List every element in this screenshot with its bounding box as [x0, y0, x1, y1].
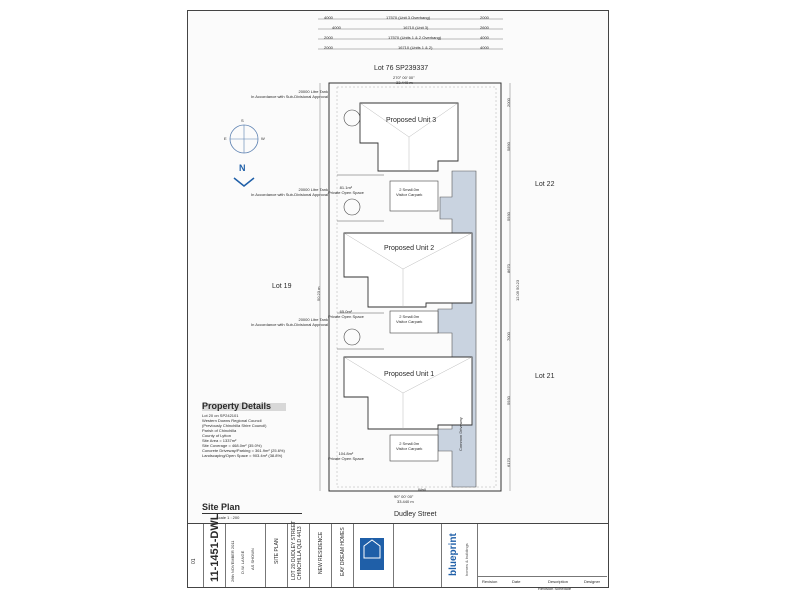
property-line: Site Area = 1337m² [202, 438, 237, 443]
property-line: Site Coverage = 468.0m² (35.0%) [202, 443, 262, 448]
tb-scale: AS SHOWN [250, 548, 255, 570]
tb-sheet: 01 [191, 558, 197, 564]
rev-divider [478, 576, 607, 577]
side-dim-right: 12.09 50.23 [515, 279, 520, 301]
property-line: Western Downs Regional Council [202, 418, 262, 423]
north-arrow-icon: N [239, 163, 246, 173]
rev-header-date: Date [512, 579, 521, 584]
tb-address-cell: LOT 20 DUDLEY STREET CHINCHILLA QLD 4413 [288, 520, 310, 587]
tb-drawing-cell: SITE PLAN [266, 524, 288, 587]
tb-drawn: D.W. LANGE [240, 550, 245, 574]
wall-label: Wall [418, 487, 426, 492]
tank-note-2: 20000 Litre Tank In Accordance with Sub-… [251, 187, 328, 197]
open-space-2: 65.0m² Private Open Space [328, 309, 364, 319]
drawing-sheet: 17570 (Unit 3 Overhang) 16710 (Unit 3) 1… [187, 10, 609, 591]
right-dim-1: 2000 [506, 98, 511, 107]
tb-drawing: SITE PLAN [274, 538, 280, 564]
firm-logo-text: blueprint [448, 533, 459, 576]
right-dim-7: 6170 [506, 458, 511, 467]
tb-client: EAY DREAM HOMES [340, 527, 346, 576]
tb-date: 26th NOVEMBER 2011 [230, 540, 235, 582]
right-dim-4: 8670 [506, 264, 511, 273]
property-line: Landscaping/Open Space = 903.4m² (38.8%) [202, 453, 283, 458]
tank-note-1: 20000 Litre Tank In Accordance with Sub-… [251, 89, 328, 99]
site-plan-drawing [202, 18, 511, 492]
property-details-list: Lot 20 on SP242101 Western Downs Regiona… [202, 413, 332, 458]
open-space-3: 81.1m² Private Open Space [328, 185, 364, 195]
property-details-heading: Property Details [202, 401, 272, 411]
right-dim-2: 5890 [506, 142, 511, 151]
driveway-label: Common Driveway [458, 417, 463, 451]
tb-drawing-no-cell: 11-1451-DWL [204, 514, 226, 587]
title-underline [202, 513, 302, 514]
tb-contact-cell [394, 524, 442, 587]
top-bearing: 270° 00' 00" [393, 75, 415, 80]
firm-sub: homes & buildings [464, 543, 469, 576]
tb-client-cell: EAY DREAM HOMES [332, 524, 354, 587]
compass-e: E [224, 136, 227, 141]
dim-top-left-2: 4000 [332, 25, 341, 30]
rev-header-revision: Revision [482, 579, 498, 584]
dim-top-right-3: 4000 [480, 35, 489, 40]
dim-top-2: 16710 (Unit 3) [403, 25, 429, 30]
carport-3: 2 Small.0m Visitor Carpark [396, 187, 423, 197]
rev-title: Revision Schedule [538, 586, 572, 591]
property-line: Parish of Chinchilla [202, 428, 237, 433]
property-line: (Previously Chinchilla Shire Council) [202, 423, 267, 428]
open-space-1: 104.8m² Private Open Space [328, 451, 364, 461]
revision-schedule: Revision Date Description Designer Revis… [478, 524, 607, 591]
tb-drawing-no: 11-1451-DWL [209, 513, 221, 582]
bottom-length: 33.440 m [397, 499, 414, 504]
tb-sheet-cell: 01 [188, 524, 204, 587]
dim-top-left-1: 4000 [324, 15, 333, 20]
side-dim-left: 50.23 m [316, 286, 321, 301]
dim-top-right-2: 2600 [480, 25, 489, 30]
right-dim-3: 5930 [506, 212, 511, 221]
property-line: Lot 20 on SP242101 [202, 413, 239, 418]
tb-project-cell: NEW RESIDENCE [310, 524, 332, 587]
tb-logo-cell [354, 524, 394, 587]
bottom-bearing: 90° 00' 00" [394, 494, 414, 499]
lot-right-top-label: Lot 22 [535, 181, 555, 188]
top-length: 33.440 m [396, 80, 413, 85]
property-line: County of Lytton [202, 433, 231, 438]
lot-right-bottom-label: Lot 21 [535, 373, 555, 380]
dim-top-right-4: 4000 [480, 45, 489, 50]
right-dim-6: 5930 [506, 396, 511, 405]
tb-project: NEW RESIDENCE [318, 531, 324, 574]
house-logo-icon [360, 538, 384, 570]
unit-1-label: Proposed Unit 1 [384, 371, 435, 378]
dim-top-left-3: 2000 [324, 35, 333, 40]
tank-note-3: 20000 Litre Tank In Accordance with Sub-… [251, 317, 328, 327]
dim-top-3: 17570 (Units 1 & 2 Overhang) [388, 35, 442, 40]
dim-top-right-1: 2000 [480, 15, 489, 20]
title-block: 01 11-1451-DWL 26th NOVEMBER 2011 D.W. L… [188, 514, 608, 591]
street-label: Dudley Street [394, 511, 437, 518]
property-line: Concrete Driveway/Parking = 361.9m² (25.… [202, 448, 285, 453]
tb-info-cell: 26th NOVEMBER 2011 D.W. LANGE AS SHOWN [226, 524, 266, 587]
scale-label: Scale 1 : 200 [216, 515, 240, 520]
right-dim-5: 7000 [506, 332, 511, 341]
rev-header-description: Description [548, 579, 569, 584]
lot-left-label: Lot 19 [272, 283, 292, 290]
dim-top-1: 17570 (Unit 3 Overhang) [386, 15, 431, 20]
rev-header-designer: Designer [584, 579, 601, 584]
unit-2-label: Proposed Unit 2 [384, 245, 435, 252]
lot-top-label: Lot 76 SP239337 [374, 65, 429, 72]
dim-top-4: 16710 (Units 1 & 2) [398, 45, 433, 50]
site-plan-title: Site Plan [202, 502, 241, 512]
unit-3-label: Proposed Unit 3 [386, 117, 437, 124]
compass-w: W [261, 136, 265, 141]
compass-s: S [241, 118, 244, 123]
carport-1: 2 Small.0m Visitor Carpark [396, 441, 423, 451]
carport-2: 2 Small.0m Visitor Carpark [396, 314, 423, 324]
tb-address: LOT 20 DUDLEY STREET CHINCHILLA QLD 4413 [291, 520, 303, 580]
dim-top-left-4: 2000 [324, 45, 333, 50]
tb-firm-cell: blueprint homes & buildings [442, 524, 478, 587]
